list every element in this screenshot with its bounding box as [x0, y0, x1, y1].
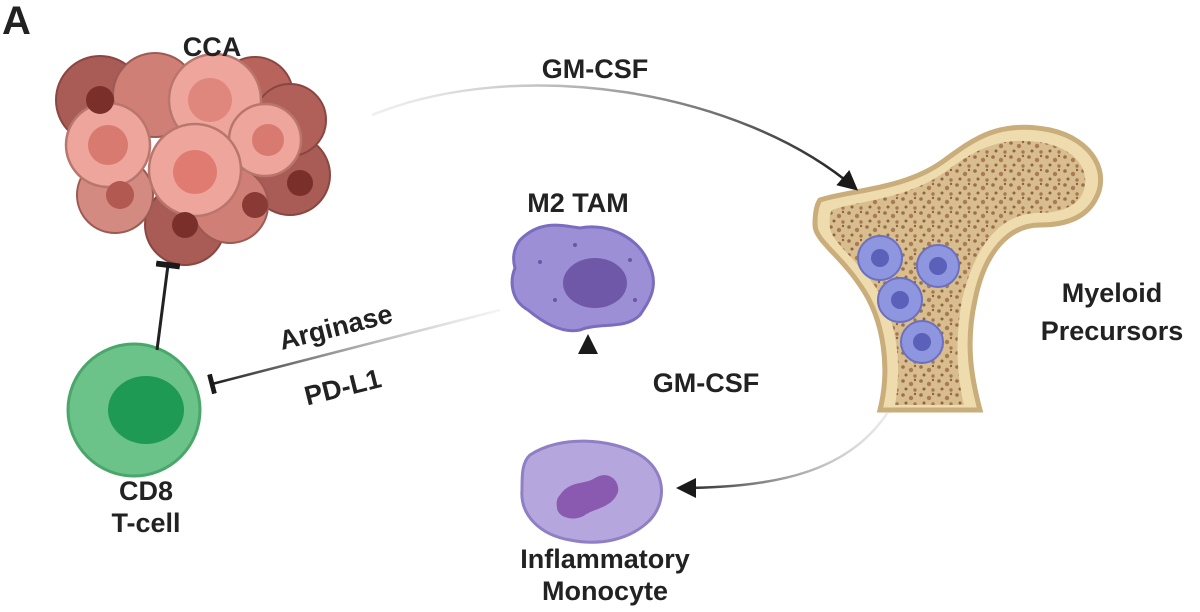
edge-label-arginase: Arginase — [276, 299, 395, 356]
cd8-tcell — [66, 342, 202, 478]
monocyte-label-line2: Monocyte — [542, 576, 668, 606]
cd8-label-line1: CD8 — [119, 476, 173, 506]
myeloid-precursor-cells — [857, 235, 960, 364]
edge-label-gmcsf-mid: GM-CSF — [653, 368, 759, 398]
m2-tam-label: M2 TAM — [527, 188, 629, 218]
m2-tam-cell — [510, 223, 655, 333]
edge-label-pdl1: PD-L1 — [301, 363, 384, 411]
edge-cd8-inhibits-cca — [155, 260, 181, 351]
cca-nuclei-dark — [86, 86, 313, 238]
myeloid-label-line2: Precursors — [1041, 316, 1184, 346]
inflammatory-monocyte-cell — [520, 439, 663, 544]
cca-cell-light — [64, 52, 303, 218]
bone-marrow — [812, 124, 1104, 413]
edge-tam-inhibits-cd8 — [207, 308, 501, 395]
cd8-label-line2: T-cell — [111, 508, 180, 538]
panel-letter: A — [2, 0, 31, 43]
edge-label-gmcsf-top: GM-CSF — [542, 54, 648, 84]
monocyte-label-line1: Inflammatory — [520, 544, 690, 574]
edge-cca-to-bone — [371, 84, 859, 191]
edge-bone-to-monocyte — [676, 411, 890, 498]
cca-tumor-cluster — [55, 52, 331, 266]
cca-label: CCA — [183, 32, 242, 62]
myeloid-label-line1: Myeloid — [1062, 278, 1163, 308]
